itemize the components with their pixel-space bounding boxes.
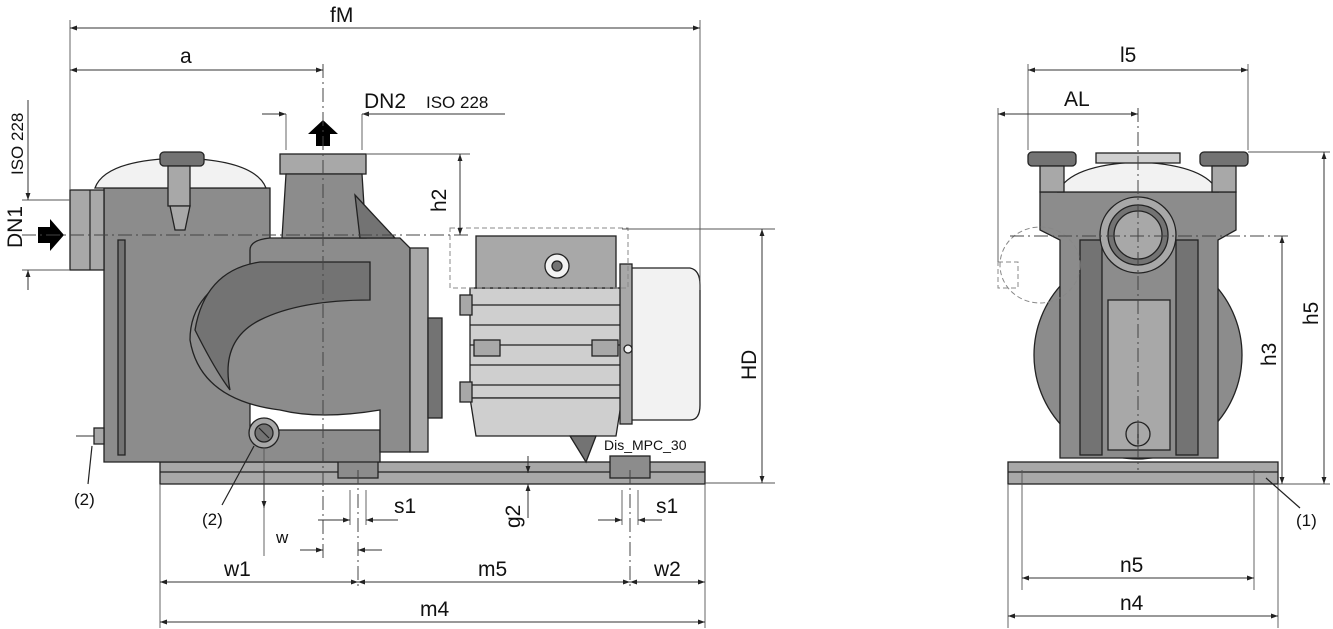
- dim-a: a: [180, 45, 192, 68]
- dim-m4: m4: [420, 598, 449, 621]
- discharge-nozzle: [279, 153, 397, 239]
- dim-w1: w1: [223, 558, 251, 581]
- dim-g2: g2: [502, 505, 525, 528]
- dim-w2: w2: [653, 558, 681, 581]
- side-view: fM a DN2 ISO 228 DN1 ISO 228 h2 HD Dis_M…: [4, 4, 775, 628]
- dim-s1-right: s1: [656, 495, 678, 518]
- dim-w: w: [275, 528, 289, 547]
- note-2-drain: (2): [202, 510, 223, 529]
- dim-h3: h3: [1258, 343, 1281, 366]
- front-view: l5 AL h5 h3 n5 n4 (1): [997, 44, 1330, 628]
- dim-h5: h5: [1300, 302, 1323, 325]
- dim-DN2-standard: ISO 228: [426, 93, 488, 112]
- dim-DN1-standard: ISO 228: [8, 113, 27, 175]
- dim-AL: AL: [1064, 88, 1090, 111]
- dim-n4: n4: [1120, 592, 1144, 615]
- terminal-box-hidden: [449, 227, 629, 289]
- dim-fM: fM: [330, 4, 353, 27]
- dim-m5: m5: [478, 558, 507, 581]
- dim-DN2: DN2: [364, 90, 406, 113]
- outlet-arrow-icon: [308, 120, 338, 146]
- dim-DN1: DN1: [4, 206, 27, 248]
- dim-n5: n5: [1120, 554, 1143, 577]
- dim-l5: l5: [1120, 44, 1136, 67]
- drain-plug: [248, 417, 280, 449]
- dim-h2: h2: [428, 189, 451, 212]
- motor: [459, 235, 701, 464]
- note-1: (1): [1296, 511, 1317, 530]
- dim-HD: HD: [738, 350, 761, 380]
- note-2-left: (2): [74, 490, 95, 509]
- pump-volute: [189, 237, 443, 453]
- drawing-id: Dis_MPC_30: [604, 437, 687, 453]
- dim-s1-left: s1: [394, 495, 416, 518]
